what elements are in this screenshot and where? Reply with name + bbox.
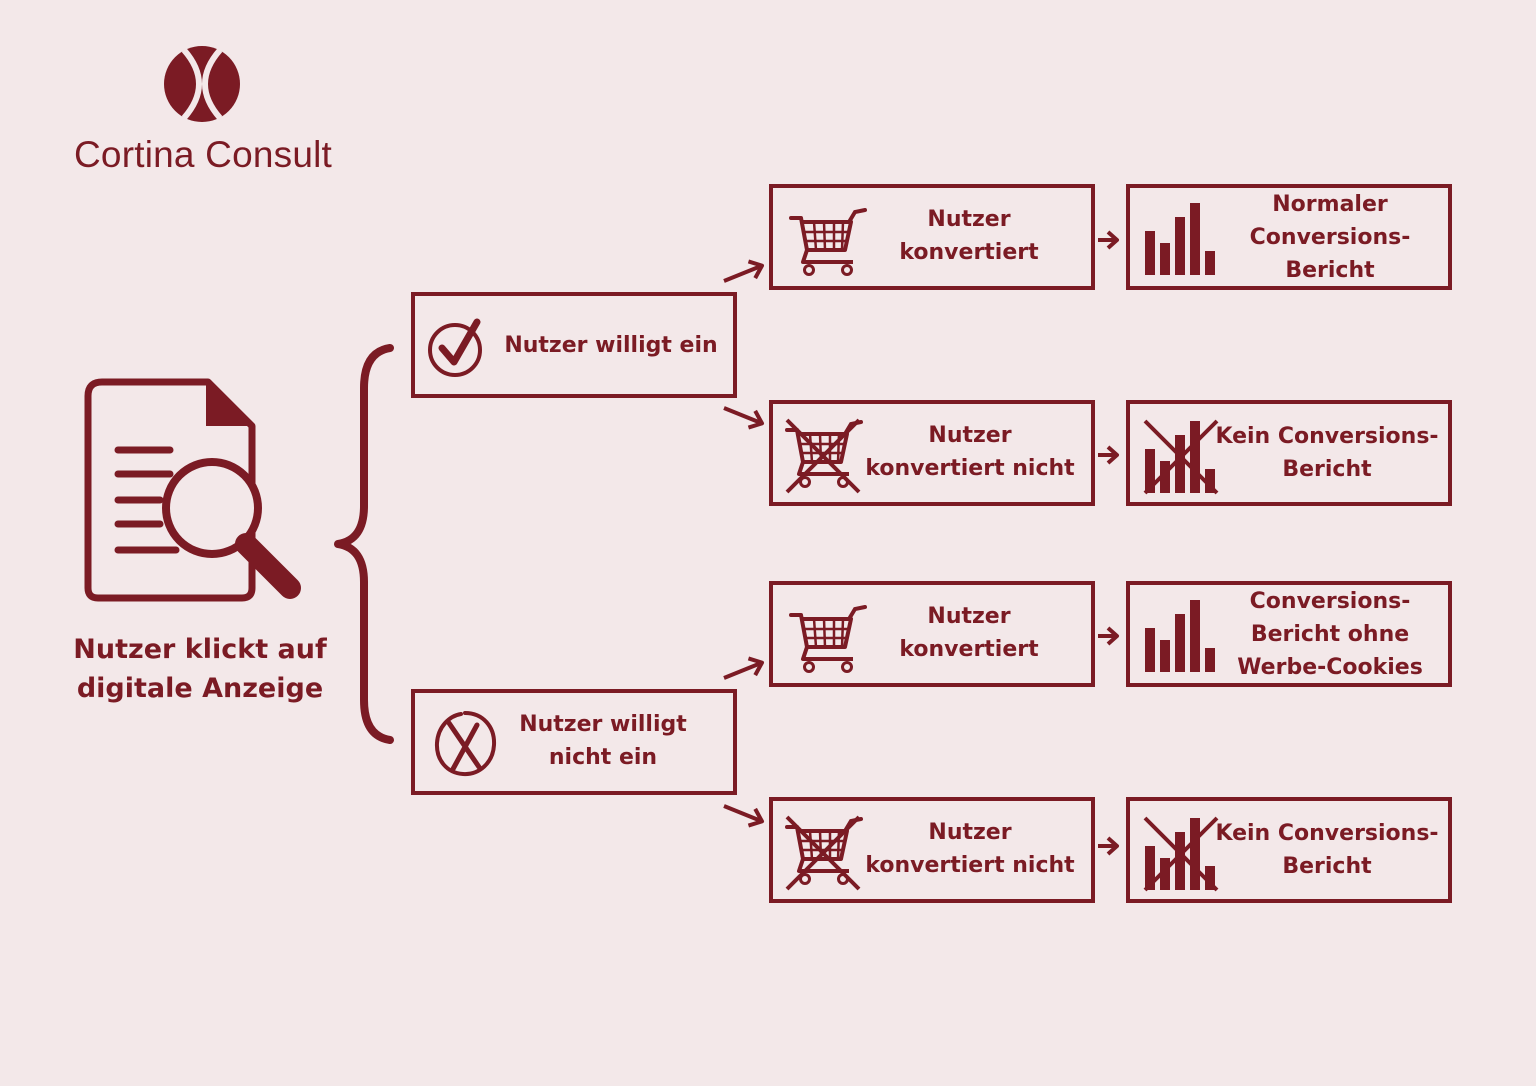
arrow-icon [1096, 445, 1119, 465]
shopping-cart-icon [789, 208, 867, 277]
cart-crossed-icon [785, 418, 863, 494]
shopping-cart-icon [789, 605, 867, 674]
arrow-icon [1096, 836, 1119, 856]
conversion-label: Nutzer konvertiert [899, 207, 1039, 265]
conversion-box: Nutzer konvertiert nicht [769, 400, 1095, 506]
consent-no-label: Nutzer willigt nicht ein [519, 712, 687, 770]
arrow-icon [1096, 230, 1119, 250]
brand-logo-icon [164, 46, 240, 122]
arrow-icon [718, 255, 768, 292]
report-label: Normaler Conversions- Bericht [1249, 192, 1411, 283]
bar-chart-icon [1145, 600, 1215, 672]
bar-chart-icon [1145, 203, 1215, 275]
report-box: Conversions- Bericht ohne Werbe-Cookies [1126, 581, 1452, 687]
check-circle-icon [428, 318, 482, 377]
consent-no-box: Nutzer willigt nicht ein [411, 689, 737, 795]
report-box: Kein Conversions- Bericht [1126, 400, 1452, 506]
conversion-box: Nutzer konvertiert nicht [769, 797, 1095, 903]
brand-name: Cortina Consult [74, 134, 333, 175]
bar-chart-crossed-icon [1143, 816, 1219, 892]
arrow-icon [718, 795, 768, 832]
arrow-icon [718, 397, 768, 434]
consent-yes-box: Nutzer willigt ein [411, 292, 737, 398]
arrow-icon [718, 652, 768, 689]
start-label: Nutzer klickt auf digitale Anzeige [73, 634, 327, 704]
conversion-label: Nutzer konvertiert nicht [865, 423, 1075, 481]
consent-yes-label: Nutzer willigt ein [504, 333, 718, 358]
report-label: Kein Conversions- Bericht [1215, 424, 1439, 482]
report-label: Kein Conversions- Bericht [1215, 821, 1439, 879]
cart-crossed-icon [785, 815, 863, 891]
conversion-box: Nutzer konvertiert [769, 184, 1095, 290]
document-search-icon [84, 378, 301, 602]
arrow-icon [1096, 626, 1119, 646]
x-circle-icon [434, 711, 497, 777]
conversion-label: Nutzer konvertiert [899, 604, 1039, 662]
report-label: Conversions- Bericht ohne Werbe-Cookies [1237, 589, 1423, 680]
bar-chart-crossed-icon [1143, 419, 1219, 495]
conversion-label: Nutzer konvertiert nicht [865, 820, 1075, 878]
conversion-box: Nutzer konvertiert [769, 581, 1095, 687]
brace-connector [334, 344, 394, 744]
report-box: Normaler Conversions- Bericht [1126, 184, 1452, 290]
report-box: Kein Conversions- Bericht [1126, 797, 1452, 903]
